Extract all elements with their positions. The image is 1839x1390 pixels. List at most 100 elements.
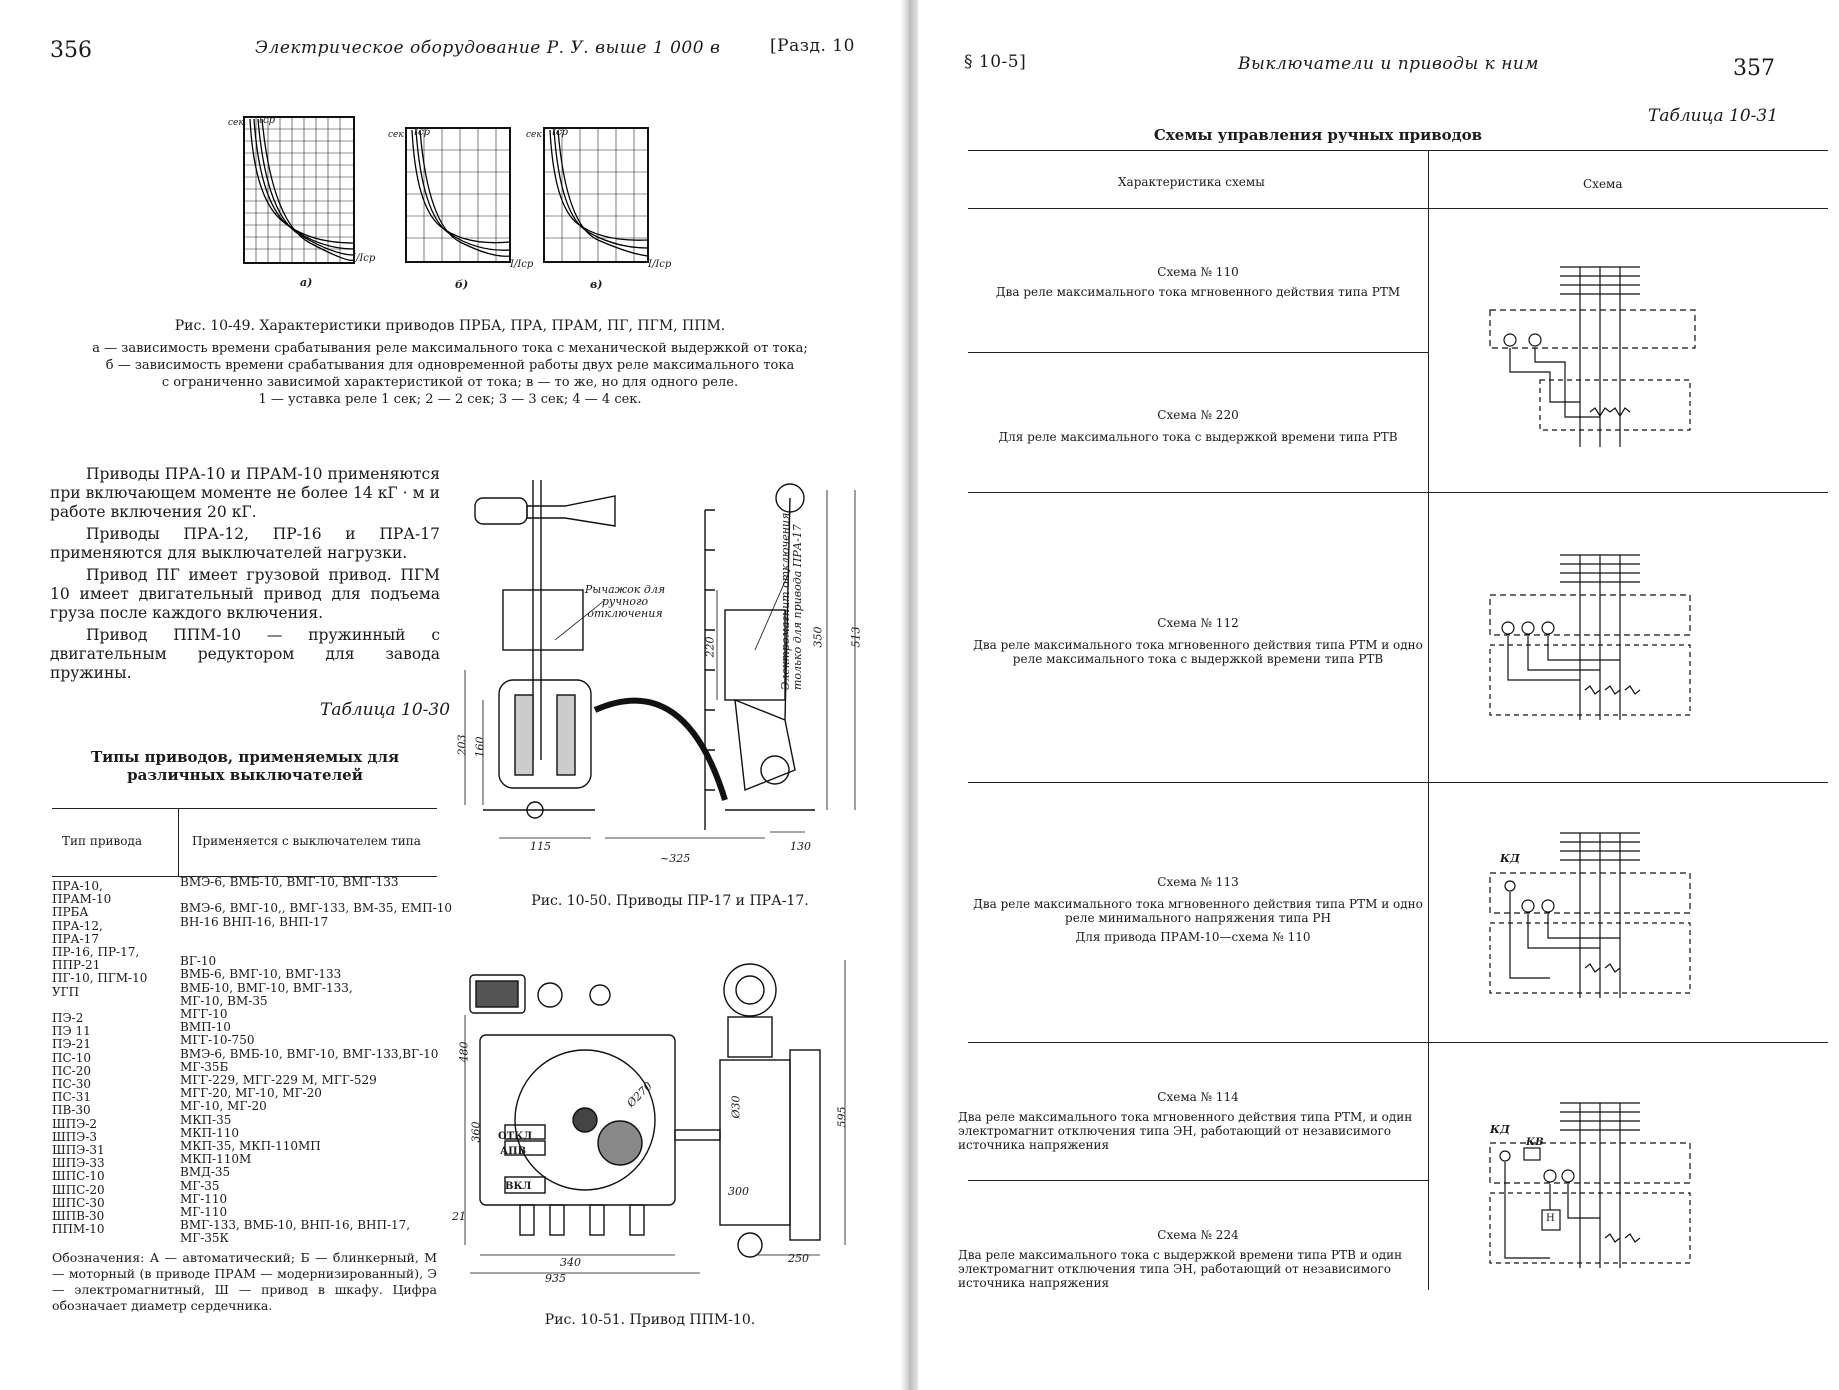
- chart-b: [405, 127, 511, 263]
- table-cell-breaker: ВМЭ-6, ВМГ-10,, ВМГ-133, ВМ-35, ЕМП-10: [180, 901, 452, 916]
- table-10-31-top-rule: [968, 150, 1828, 151]
- fig-10-51-label-otkl: ОТКЛ: [498, 1131, 533, 1142]
- fig-10-51-dim-o30: Ø30: [729, 1095, 743, 1119]
- schema-112-drawing: [1489, 554, 1691, 720]
- table-cell-drive-type: ШПЭ-31: [52, 1143, 105, 1158]
- section-ref: [Разд. 10: [770, 36, 855, 56]
- table-cell-breaker: ВН-16 ВНП-16, ВНП-17: [180, 914, 329, 929]
- table-10-31-number: Таблица 10-31: [1648, 106, 1779, 126]
- table-10-31-col-rule: [1428, 150, 1429, 1290]
- running-title: Электрическое оборудование Р. У. выше 1 …: [255, 38, 721, 58]
- table-cell-drive-type: ПВ-30: [52, 1103, 91, 1118]
- row-220-name: Схема № 220: [1157, 408, 1239, 422]
- fig-10-50-dim-160: 160: [473, 736, 487, 758]
- fig-10-51-label-apv: АПВ: [500, 1146, 527, 1157]
- chart-a-xlabel: I/Iср: [352, 253, 376, 264]
- fig-10-50-dim-325: ~325: [660, 852, 691, 865]
- table-cell-drive-type: ПГ-10, ПГМ-10: [52, 971, 148, 986]
- row-113-desc: Два реле максимального тока мгновенного …: [973, 897, 1423, 925]
- row-110-rule: [968, 352, 1428, 353]
- fig-10-50-dim-203: 203: [455, 734, 469, 756]
- chart-b-panel: б): [455, 278, 469, 291]
- table-cell-drive-type: ПРБА: [52, 905, 89, 920]
- table-10-30-breakers: ВМЭ-6, ВМБ-10, ВМГ-10, ВМГ-133 ВМЭ-6, ВМ…: [180, 875, 452, 1246]
- schema-114-label-kv: КВ: [1526, 1137, 1544, 1148]
- paragraph-1: Приводы ПРА-10 и ПРАМ-10 применяются при…: [50, 465, 440, 521]
- row-220-rule: [968, 492, 1828, 493]
- table-cell-drive-type: ПРАМ-10: [52, 892, 112, 907]
- table-cell-drive-type: ШПС-20: [52, 1182, 105, 1197]
- fig-10-51-dim-250: 250: [788, 1252, 809, 1265]
- table-cell-breaker: МГ-110: [180, 1191, 228, 1206]
- chart-a-panel: а): [300, 276, 313, 289]
- table-cell-breaker: [180, 929, 452, 942]
- table-10-31-header-rule: [968, 208, 1828, 209]
- table-cell-drive-type: ШПС-30: [52, 1195, 105, 1210]
- chart-c-unit: сек: [526, 130, 542, 140]
- row-220-desc: Для реле максимального тока с выдержкой …: [998, 430, 1398, 444]
- table-cell-drive-type: ПЭ 11: [52, 1024, 91, 1039]
- figure-10-50-drawing: [464, 480, 856, 839]
- table-cell-breaker: МГГ-20, МГ-10, МГ-20: [180, 1086, 322, 1101]
- chart-a: [243, 116, 355, 264]
- paragraph-2: Приводы ПРА-12, ПР-16 и ПРА-17 применяют…: [50, 525, 440, 562]
- fig-10-51-dim-360: 360: [469, 1121, 483, 1143]
- page-number: 357: [1733, 56, 1775, 81]
- fig-10-51-dim-935: 935: [545, 1272, 566, 1285]
- table-cell-drive-type: ПС-31: [52, 1090, 91, 1105]
- table-cell-breaker: МКП-110М: [180, 1152, 252, 1167]
- row-113-rule: [968, 1042, 1828, 1043]
- table-cell-breaker: МГ-110: [180, 1205, 228, 1220]
- chart-b-ylabel: tср: [414, 127, 431, 138]
- table-cell-breaker: МГГ-10: [180, 1007, 228, 1022]
- table-cell-drive-type: ПС-20: [52, 1063, 91, 1078]
- chart-c-panel: в): [590, 278, 603, 291]
- row-113-name: Схема № 113: [1157, 875, 1239, 889]
- table-cell-drive-type: ПРА-10,: [52, 879, 103, 893]
- table-cell-drive-type: ППМ-10: [52, 1222, 105, 1237]
- table-cell-drive-type: ПРА-17: [52, 931, 99, 946]
- body-text: Приводы ПРА-10 и ПРАМ-10 применяются при…: [50, 465, 440, 683]
- fig-10-50-dim-513: 513: [849, 626, 863, 648]
- table-cell-breaker: МГ-10, ВМ-35: [180, 993, 268, 1008]
- table-cell-breaker: МГГ-229, МГГ-229 М, МГГ-529: [180, 1073, 377, 1088]
- table-10-30-header-rule: [52, 876, 437, 877]
- fig-10-51-dim-300: 300: [728, 1185, 749, 1198]
- table-cell-drive-type: ПС-30: [52, 1077, 91, 1092]
- fig-10-49-caption-1: а — зависимость времени срабатывания рел…: [92, 341, 808, 356]
- section-ref: § 10-5]: [964, 52, 1027, 72]
- table-cell-drive-type: ШПВ-30: [52, 1209, 105, 1224]
- table-cell-drive-type: ПЭ-2: [52, 1011, 84, 1026]
- table-cell-breaker: МГ-35К: [180, 1231, 229, 1246]
- row-114-name: Схема № 114: [1157, 1090, 1239, 1104]
- row-114-desc: Два реле максимального тока мгновенного …: [958, 1110, 1413, 1152]
- table-10-30-top-rule: [52, 808, 437, 809]
- table-cell-drive-type: ПЭ-21: [52, 1037, 91, 1052]
- row-224-name: Схема № 224: [1157, 1228, 1239, 1242]
- chart-c-ylabel: tср: [552, 127, 569, 138]
- fig-10-51-label-vkl: ВКЛ: [505, 1181, 532, 1192]
- fig-10-50-label-lever: Рычажок для ручного отключения: [584, 583, 666, 620]
- fig-10-50-dim-350: 350: [811, 626, 825, 648]
- fig-10-51-dim-480: 480: [457, 1041, 471, 1063]
- table-10-31-title: Схемы управления ручных приводов: [1153, 126, 1483, 144]
- fig-10-51-dim-595: 595: [835, 1106, 849, 1128]
- row-114-rule: [968, 1180, 1428, 1181]
- chart-c: [543, 127, 649, 263]
- table-cell-breaker: МГ-10, МГ-20: [180, 1099, 267, 1114]
- fig-10-50-dim-130: 130: [790, 840, 811, 853]
- table-10-30-header-type: Тип привода: [62, 834, 143, 848]
- table-cell-breaker: МГГ-10-750: [180, 1033, 255, 1048]
- table-10-30-number: Таблица 10-30: [320, 700, 451, 720]
- table-cell-breaker: ВГ-10: [180, 954, 217, 969]
- table-cell-drive-type: ШПЭ-2: [52, 1116, 98, 1131]
- fig-10-49-caption-3: с ограниченно зависимой характеристикой …: [161, 375, 739, 390]
- chart-a-unit: сек: [228, 118, 244, 128]
- table-10-31-header-schema: Схема: [1583, 177, 1623, 191]
- table-10-30-footnote: Обозначения: А — автоматический; Б — бли…: [52, 1250, 437, 1313]
- fig-10-51-dim-21: 21: [452, 1210, 466, 1223]
- row-110-name: Схема № 110: [1157, 265, 1239, 279]
- fig-10-49-caption-4: 1 — уставка реле 1 сек; 2 — 2 сек; 3 — 3…: [258, 392, 642, 407]
- table-cell-drive-type: ШПС-10: [52, 1169, 105, 1184]
